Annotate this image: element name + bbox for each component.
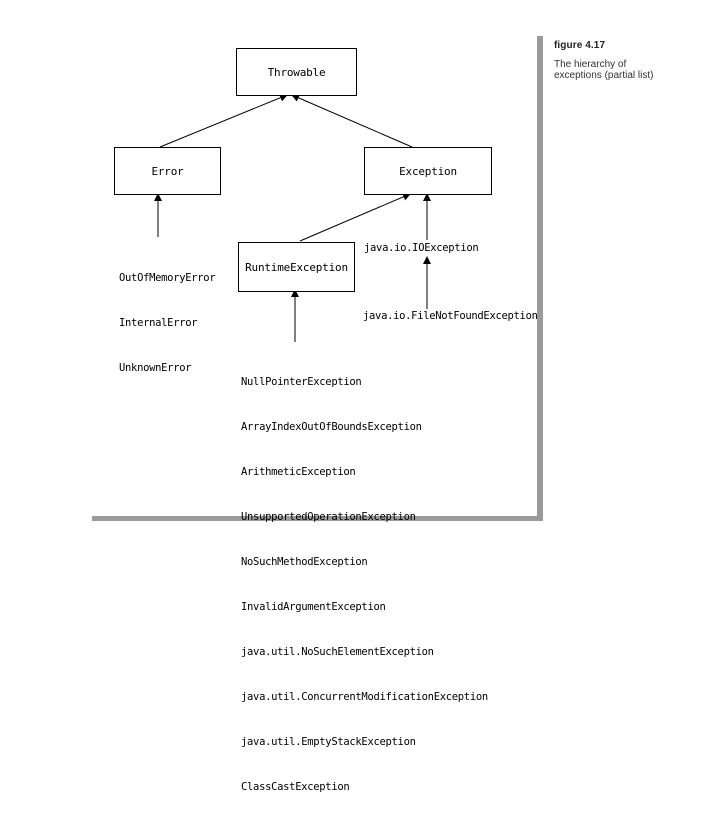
runtime-subclass-list: NullPointerException ArrayIndexOutOfBoun… [241, 345, 488, 825]
figure-caption: figure 4.17 The hierarchy of exceptions … [554, 40, 674, 81]
runtime-subclass: java.util.EmptyStackException [241, 736, 416, 748]
runtime-subclass: NoSuchMethodException [241, 556, 368, 568]
error-subclass: OutOfMemoryError [119, 272, 216, 284]
arrow-exception-to-throwable [291, 94, 413, 148]
exception-label: Exception [399, 164, 457, 178]
error-subclass-list: OutOfMemoryError InternalError UnknownEr… [119, 241, 216, 406]
error-subclass: UnknownError [119, 362, 192, 374]
runtime-exception-box: RuntimeException [238, 242, 355, 292]
figure-description: The hierarchy of exceptions (partial lis… [554, 59, 654, 81]
error-subclass: InternalError [119, 317, 198, 329]
arrow-error-to-throwable [159, 93, 288, 148]
runtime-subclass: java.util.ConcurrentModificationExceptio… [241, 691, 488, 703]
filenotfound-label: java.io.FileNotFoundException [363, 310, 538, 322]
runtime-subclass: ArithmeticException [241, 466, 356, 478]
figure-number: figure 4.17 [554, 40, 606, 51]
runtime-subclass: ArrayIndexOutOfBoundsException [241, 421, 422, 433]
error-label: Error [151, 164, 184, 178]
throwable-label: Throwable [267, 65, 326, 79]
error-box: Error [114, 147, 221, 195]
runtime-subclass: java.util.NoSuchElementException [241, 646, 434, 658]
runtime-subclass: NullPointerException [241, 376, 362, 388]
ioexception-label: java.io.IOException [364, 242, 479, 254]
throwable-box: Throwable [236, 48, 357, 96]
panel-shadow-bottom [92, 516, 543, 521]
runtime-exception-label: RuntimeException [245, 260, 348, 274]
figure-page: Throwable Error Exception RuntimeExcepti… [92, 36, 674, 793]
panel-shadow-right [537, 36, 543, 521]
runtime-subclass: ClassCastException [241, 781, 350, 793]
inheritance-arrows [154, 93, 431, 342]
runtime-subclass: InvalidArgumentException [241, 601, 386, 613]
runtime-subclass: UnsupportedOperationException [241, 511, 416, 523]
arrow-runtime-to-exception [299, 193, 411, 242]
exception-box: Exception [364, 147, 492, 195]
